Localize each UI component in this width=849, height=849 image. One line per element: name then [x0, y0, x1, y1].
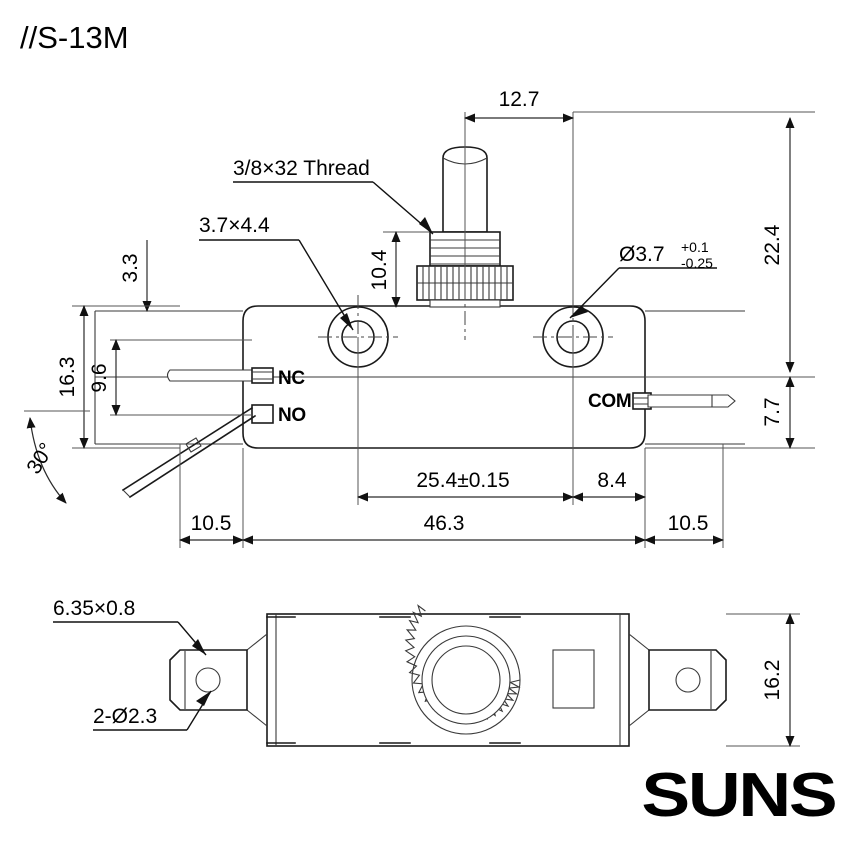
dim-label-10-4: 10.4 — [368, 249, 391, 290]
annotation-hole-diameter: Ø3.7 +0.1 -0.25 — [569, 239, 717, 319]
terminal-nc — [166, 367, 274, 384]
dimension-right-hole-to-edge: 8.4 — [572, 448, 646, 548]
annotation-tol-lower: -0.25 — [681, 255, 713, 271]
annotation-label-thread: 3/8×32 Thread — [233, 157, 370, 180]
dimension-plunger-width: 12.7 — [464, 88, 574, 300]
dimension-terminal-spacing: 9.6 — [88, 339, 252, 416]
no-terminal-block — [251, 404, 274, 424]
dimension-lever-angle: 30° — [22, 410, 90, 504]
dim-label-25-4: 25.4±0.15 — [416, 469, 509, 492]
switch-body-outline — [242, 305, 646, 449]
dimension-left-edge-to-axis: 16.3 — [56, 305, 180, 449]
right-tab-shoulder-top — [628, 633, 650, 651]
annotation-mounting-slot: 3.7×4.4 — [199, 214, 354, 331]
dim-label-12-7: 12.7 — [499, 88, 540, 111]
left-tab-hole — [195, 667, 221, 693]
annotation-label-tab-holes: 2-Ø2.3 — [93, 705, 157, 728]
dimension-thread-height: 10.4 — [368, 231, 430, 308]
bottom-right-tab — [628, 633, 727, 727]
dim-label-7-7: 7.7 — [761, 397, 784, 426]
com-blade — [647, 394, 736, 408]
bottom-left-tab — [169, 633, 268, 727]
page-title: //S-13M — [20, 20, 129, 55]
dim-label-30deg: 30° — [22, 439, 58, 478]
annotation-thread: 3/8×32 Thread — [233, 157, 434, 235]
lever-pivot-detail — [185, 437, 202, 453]
dimension-overall-height: 22.4 — [573, 111, 815, 373]
nc-terminal-block — [251, 367, 274, 384]
dim-label-8-4: 8.4 — [597, 469, 627, 492]
lever-edge-lower — [128, 414, 257, 499]
actuator-lever-arm — [121, 406, 257, 499]
dim-label-46-3: 46.3 — [424, 512, 465, 535]
dim-label-3-3: 3.3 — [119, 253, 142, 282]
dim-label-10-5-left: 10.5 — [191, 512, 232, 535]
front-elevation-view: NC NO COM — [94, 136, 800, 499]
annotation-tab-holes: 2-Ø2.3 — [93, 690, 212, 731]
dim-label-10-5-right: 10.5 — [668, 512, 709, 535]
terminal-com — [632, 392, 736, 410]
dim-label-22-4: 22.4 — [761, 224, 784, 265]
terminal-no — [251, 404, 274, 424]
left-tab-shoulder-bottom — [246, 709, 268, 727]
terminal-label-no: NO — [278, 405, 306, 426]
dim-label-16-3: 16.3 — [56, 357, 79, 398]
lever-tip — [122, 489, 131, 498]
lever-edge-upper — [121, 406, 254, 492]
annotation-terminal-blade: 6.35×0.8 — [53, 597, 207, 656]
dimension-body-length: 46.3 — [242, 448, 646, 548]
brand-logo: SUNS — [641, 761, 837, 830]
dim-label-9-6: 9.6 — [88, 363, 111, 392]
dimension-left-tab-length: 10.5 — [179, 444, 244, 548]
nc-blade — [166, 369, 256, 382]
dimension-right-tab-length: 10.5 — [644, 444, 724, 548]
annotation-label-slot: 3.7×4.4 — [199, 214, 270, 237]
right-tab-hole — [675, 667, 701, 693]
terminal-label-nc: NC — [278, 368, 305, 389]
dimension-hole-to-hole: 25.4±0.15 — [357, 337, 574, 505]
dimension-bottom-view-width: 16.2 — [726, 613, 800, 747]
terminal-label-com: COM — [588, 391, 631, 412]
dimension-top-offset: 3.3 — [95, 240, 180, 312]
knurl-inner-circle — [431, 645, 501, 715]
dim-label-16-2: 16.2 — [761, 660, 784, 701]
left-tab-shoulder-top — [246, 633, 268, 651]
right-tab-shoulder-bottom — [628, 709, 650, 727]
dimension-body-below-axis: 7.7 — [645, 376, 815, 449]
bottom-plan-view: 16.2 6.35×0.8 2-Ø2.3 — [53, 597, 800, 747]
knurled-nut-plan — [404, 604, 521, 735]
annotation-tol-upper: +0.1 — [681, 239, 709, 255]
bottom-view-rectangle-detail — [552, 649, 595, 709]
annotation-label-blade: 6.35×0.8 — [53, 597, 135, 620]
annotation-label-dia: Ø3.7 — [619, 243, 665, 266]
